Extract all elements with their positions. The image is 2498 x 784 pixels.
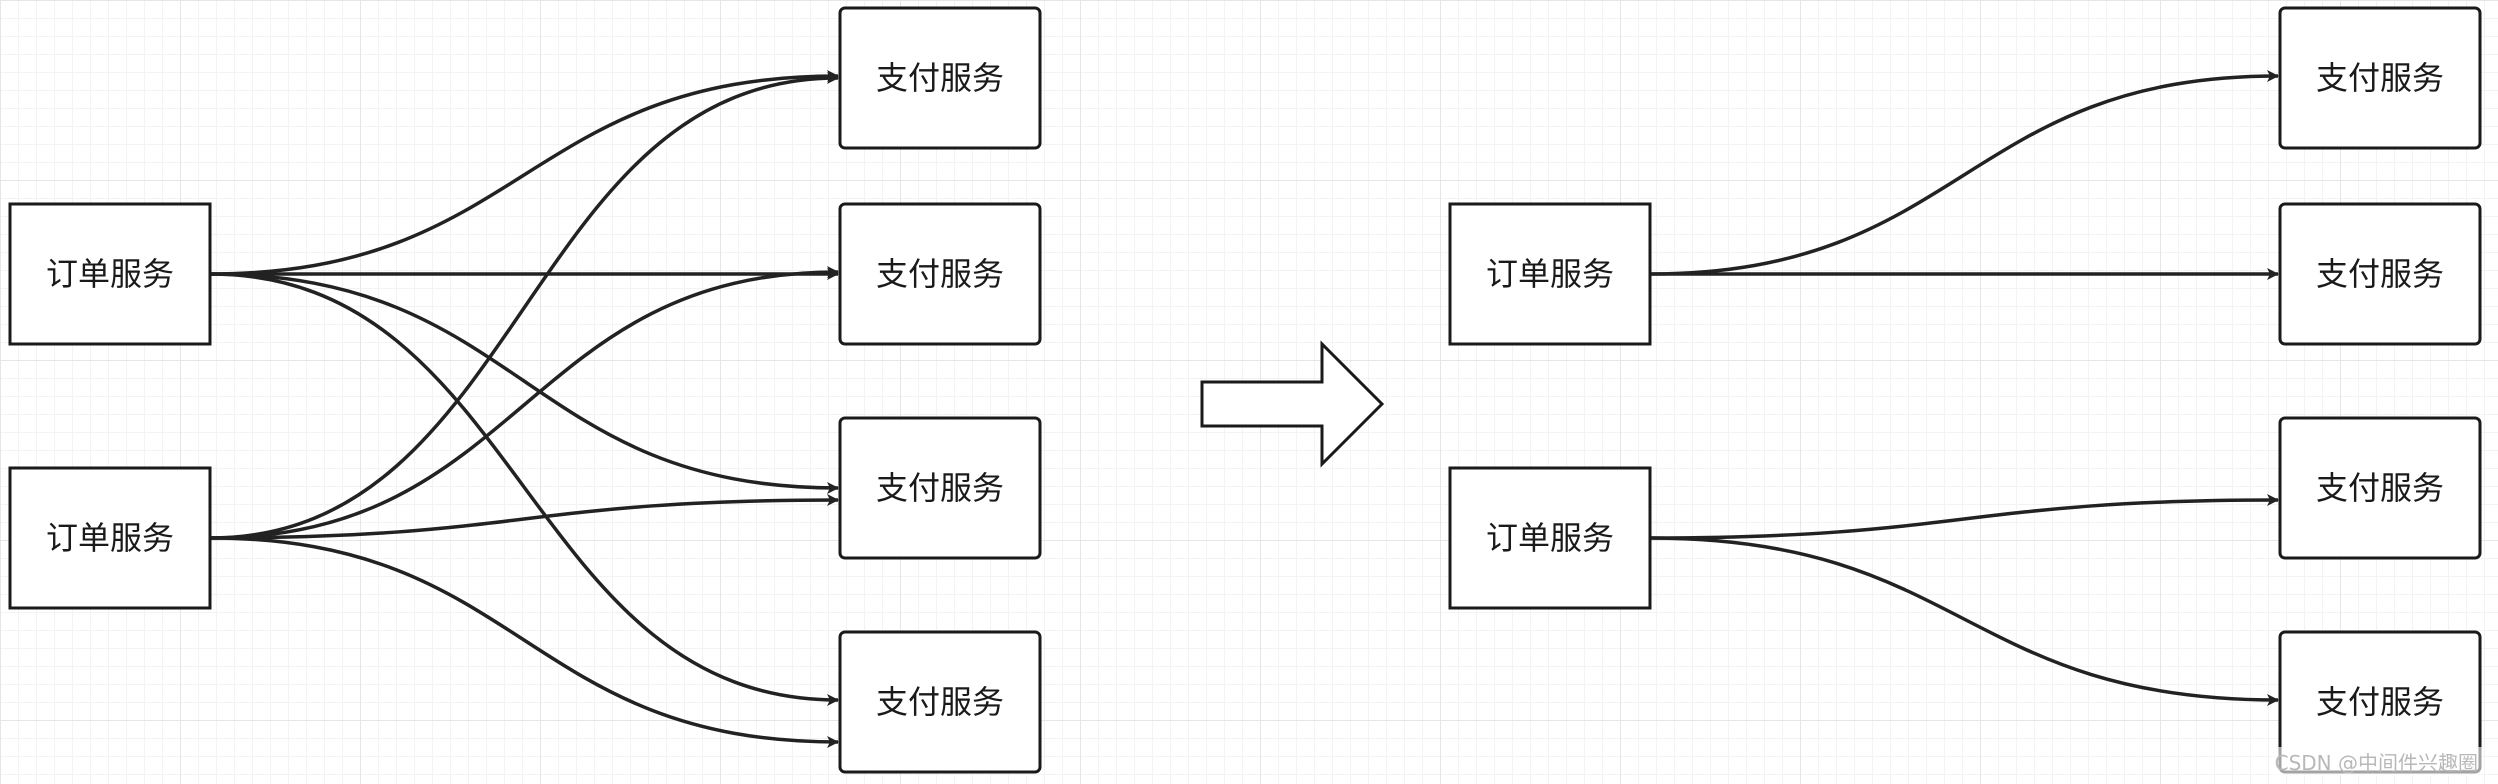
watermark: CSDN @中间件兴趣圈 (2270, 747, 2482, 776)
right-order-service-2: 订单服务 (1448, 466, 1652, 610)
node-label: 支付服务 (2316, 59, 2444, 97)
right-payment-service-1: 支付服务 (2278, 6, 2482, 150)
edge-L-O2-to-L-P3 (209, 494, 839, 540)
left-payment-service-3: 支付服务 (838, 416, 1042, 560)
left-payment-service-4: 支付服务 (838, 630, 1042, 774)
node-label: 支付服务 (876, 683, 1004, 721)
edge-L-O2-to-L-P2 (209, 266, 839, 540)
node-label: 订单服务 (46, 519, 174, 557)
right-order-service-1: 订单服务 (1448, 202, 1652, 346)
right-payment-service-4: 支付服务 (2278, 630, 2482, 774)
edge-L-O2-to-L-P4 (209, 536, 839, 748)
left-payment-service-1: 支付服务 (838, 6, 1042, 150)
edge-L-O2-to-L-P1 (209, 72, 839, 540)
edge-R-O2-to-R-P4 (1649, 536, 2279, 706)
node-label: 支付服务 (2316, 255, 2444, 293)
right-connections (1649, 70, 2279, 706)
node-label: 支付服务 (876, 255, 1004, 293)
node-label: 订单服务 (1486, 255, 1614, 293)
edge-L-O1-to-L-P1 (209, 70, 839, 276)
node-label: 订单服务 (46, 255, 174, 293)
left-order-service-2: 订单服务 (8, 466, 212, 610)
left-connections (209, 70, 839, 748)
edge-L-O1-to-L-P4 (209, 272, 839, 706)
right-arrow-icon (1200, 340, 1385, 468)
node-label: 订单服务 (1486, 519, 1614, 557)
node-label: 支付服务 (876, 469, 1004, 507)
edge-R-O2-to-R-P3 (1649, 494, 2279, 540)
left-order-service-1: 订单服务 (8, 202, 212, 346)
node-label: 支付服务 (876, 59, 1004, 97)
left-payment-service-2: 支付服务 (838, 202, 1042, 346)
node-label: 支付服务 (2316, 469, 2444, 507)
node-label: 支付服务 (2316, 683, 2444, 721)
right-payment-service-2: 支付服务 (2278, 202, 2482, 346)
edge-R-O1-to-R-P1 (1649, 70, 2279, 276)
edge-L-O1-to-L-P3 (209, 272, 839, 494)
right-payment-service-3: 支付服务 (2278, 416, 2482, 560)
